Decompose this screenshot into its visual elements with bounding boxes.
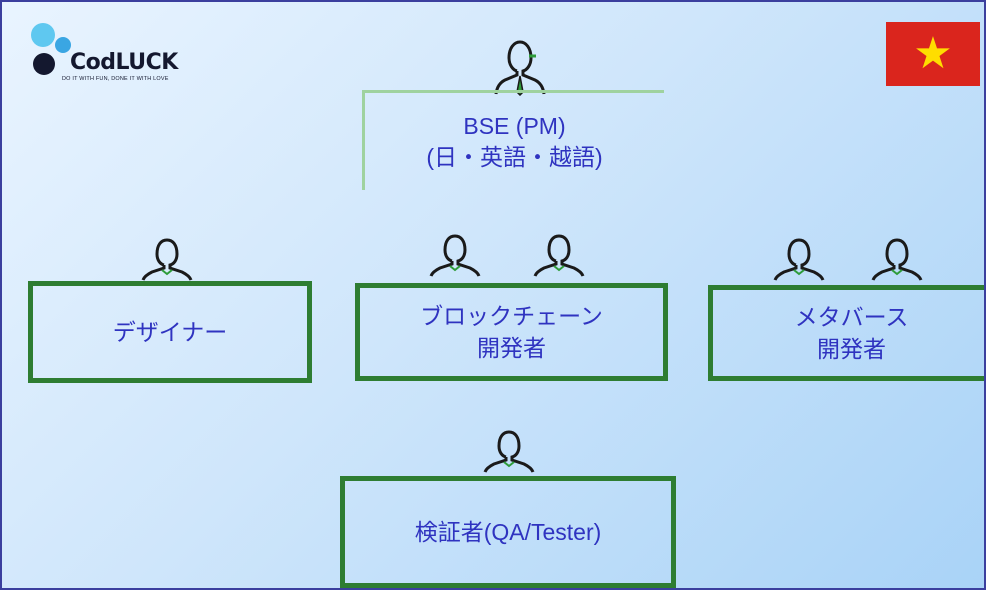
metaverse-role-line2: 開発者 [817,336,886,362]
pm-role-box: BSE (PM) (日・英語・越語) [362,90,664,190]
qa-role-box: 検証者(QA/Tester) [340,476,676,588]
designer-person-icon [141,238,193,281]
metaverse-person-icon-2 [871,238,923,281]
vietnam-flag-icon: ★ [886,22,980,86]
metaverse-person-icon-1 [773,238,825,281]
blockchain-role-box: ブロックチェーン 開発者 [355,283,668,381]
designer-role-label: デザイナー [112,319,228,345]
logo-wordmark: CodLUCK [70,50,178,75]
metaverse-role-line1: メタバース [794,304,909,330]
codluck-logo: CodLUCK DO IT WITH FUN, DONE IT WITH LOV… [30,20,200,86]
logo-tagline: DO IT WITH FUN, DONE IT WITH LOVE [62,76,169,82]
blockchain-person-icon-2 [533,234,585,277]
logo-mark-icon [31,23,71,75]
pm-role-title: BSE (PM) [463,112,566,139]
pm-person-icon [494,40,546,96]
metaverse-role-box: メタバース 開発者 [708,285,984,381]
qa-person-icon [483,430,535,473]
designer-role-box: デザイナー [28,281,312,383]
qa-role-label: 検証者(QA/Tester) [414,519,602,545]
blockchain-role-line2: 開発者 [477,335,546,361]
blockchain-role-line1: ブロックチェーン [420,303,603,329]
pm-role-languages: (日・英語・越語) [426,143,603,170]
blockchain-person-icon-1 [429,234,481,277]
flag-star-icon: ★ [913,28,953,79]
